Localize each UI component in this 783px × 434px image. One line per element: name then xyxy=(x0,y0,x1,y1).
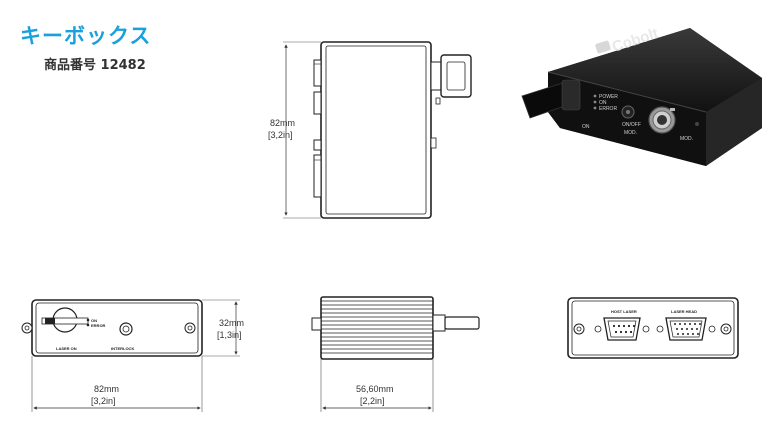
rear-view xyxy=(567,297,739,359)
photo-mod2-label: MOD. xyxy=(680,136,693,142)
front-height-mm: 32mm xyxy=(219,318,244,328)
side-height-mm: 82mm xyxy=(270,118,295,128)
product-photo: Cobolt POWER ON ERROR ON/OFF MOD. MOD. O… xyxy=(521,25,762,166)
side-height-in: [3,2in] xyxy=(268,130,293,140)
photo-power-label: POWER xyxy=(599,94,618,100)
front-width-mm: 82mm xyxy=(94,384,119,394)
product-code: 商品番号 12482 xyxy=(44,58,146,73)
front-width-in: [3,2in] xyxy=(91,396,116,406)
on-label: ON xyxy=(91,318,97,323)
front-height-in: [1,3in] xyxy=(217,330,242,340)
photo-error-label: ERROR xyxy=(599,106,617,112)
photo-on-switch-label: ON xyxy=(582,124,590,130)
front-view xyxy=(21,299,240,412)
photo-onoff-label: ON/OFF xyxy=(622,122,641,128)
side-view xyxy=(283,41,472,219)
host-laser-label: HOST LASER xyxy=(611,309,637,314)
depth-mm: 56,60mm xyxy=(356,384,394,394)
interlock-label: INTERLOCK xyxy=(111,346,134,351)
laser-head-label: LASER HEAD xyxy=(671,309,697,314)
laser-on-label: LASER ON xyxy=(56,346,77,351)
top-view xyxy=(311,296,480,412)
depth-in: [2,2in] xyxy=(360,396,385,406)
photo-mod-label: MOD. xyxy=(624,130,637,136)
page-title: キーボックス xyxy=(20,24,152,48)
error-label: ERROR xyxy=(91,323,106,328)
photo-on-label: ON xyxy=(599,100,607,106)
